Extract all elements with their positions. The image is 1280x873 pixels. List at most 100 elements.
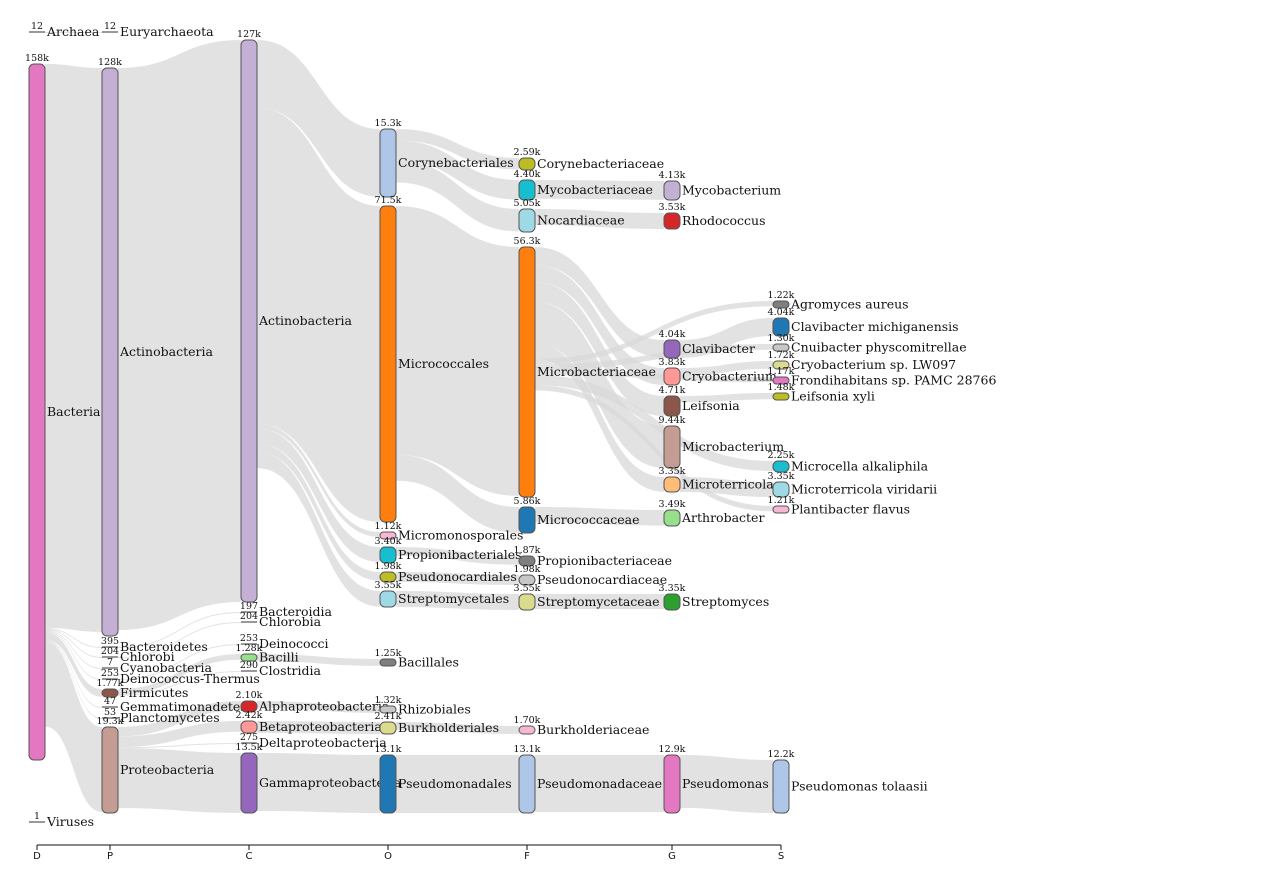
node-bar-pseudomonadales[interactable] (379, 754, 397, 814)
node-bar-bacilli[interactable] (240, 653, 258, 662)
node-bar-firmicutes[interactable] (101, 688, 119, 698)
node-bar-plantibacter[interactable] (772, 505, 790, 514)
node-bar-burkholderiales[interactable] (379, 721, 397, 735)
node-bar-leifsonia_xyli[interactable] (772, 392, 790, 401)
node-bar-clavibacter[interactable] (663, 339, 681, 359)
node-bar-alphaproteobacteria[interactable] (240, 700, 258, 713)
node-bar-microbacterium[interactable] (663, 425, 681, 469)
node-bar-propionibacteriaceae[interactable] (518, 555, 536, 567)
node-bar-pseudomonadaceae[interactable] (518, 754, 536, 814)
node-bar-cryobacterium[interactable] (663, 367, 681, 386)
node-bar-burkholderiaceae[interactable] (518, 725, 536, 735)
node-bar-leifsonia[interactable] (663, 395, 681, 417)
node-bar-mycobacteriaceae[interactable] (518, 179, 536, 201)
node-bar-streptomycetales[interactable] (379, 590, 397, 608)
node-bar-pseudomonas[interactable] (663, 754, 681, 814)
node-bar-bacteria[interactable] (28, 63, 46, 761)
node-bar-mycobacterium[interactable] (663, 180, 681, 201)
node-bar-clavibacter_michiganensis[interactable] (772, 317, 790, 337)
node-bar-actinobacteria_c[interactable] (240, 39, 258, 603)
node-bar-cryobacterium_lw097[interactable] (772, 360, 790, 370)
node-bar-microbacteriaceae[interactable] (518, 246, 536, 498)
node-bar-nocardiaceae[interactable] (518, 208, 536, 233)
node-bar-micrococcaceae[interactable] (518, 506, 536, 534)
node-bar-rhizobiales[interactable] (379, 705, 397, 714)
node-bar-actinobacteria_p[interactable] (101, 67, 119, 637)
node-bar-streptomycetaceae[interactable] (518, 593, 536, 611)
node-bar-micromonosporales[interactable] (379, 531, 397, 540)
node-bar-pseudonocardiaceae[interactable] (518, 574, 536, 586)
node-bar-micrococcales[interactable] (379, 205, 397, 523)
node-bar-betaproteobacteria[interactable] (240, 720, 258, 734)
node-bar-microterricola[interactable] (663, 476, 681, 493)
node-bar-microcella[interactable] (772, 460, 790, 473)
node-bar-pseudonocardiales[interactable] (379, 571, 397, 583)
node-bar-arthrobacter[interactable] (663, 509, 681, 527)
node-bar-rhodococcus[interactable] (663, 212, 681, 230)
node-bar-gammaproteobacteria[interactable] (240, 752, 258, 814)
node-bar-streptomyces[interactable] (663, 593, 681, 611)
node-bar-corynebacteriales[interactable] (379, 128, 397, 198)
node-bar-microterricola_viridarii[interactable] (772, 481, 790, 498)
node-bar-agromyces_aureus[interactable] (772, 300, 790, 309)
node-bar-pseudomonas_tolaasii[interactable] (772, 759, 790, 814)
node-bar-proteobacteria[interactable] (101, 726, 119, 814)
node-bar-frondihabitans[interactable] (772, 376, 790, 385)
node-bar-corynebacteriaceae[interactable] (518, 157, 536, 171)
